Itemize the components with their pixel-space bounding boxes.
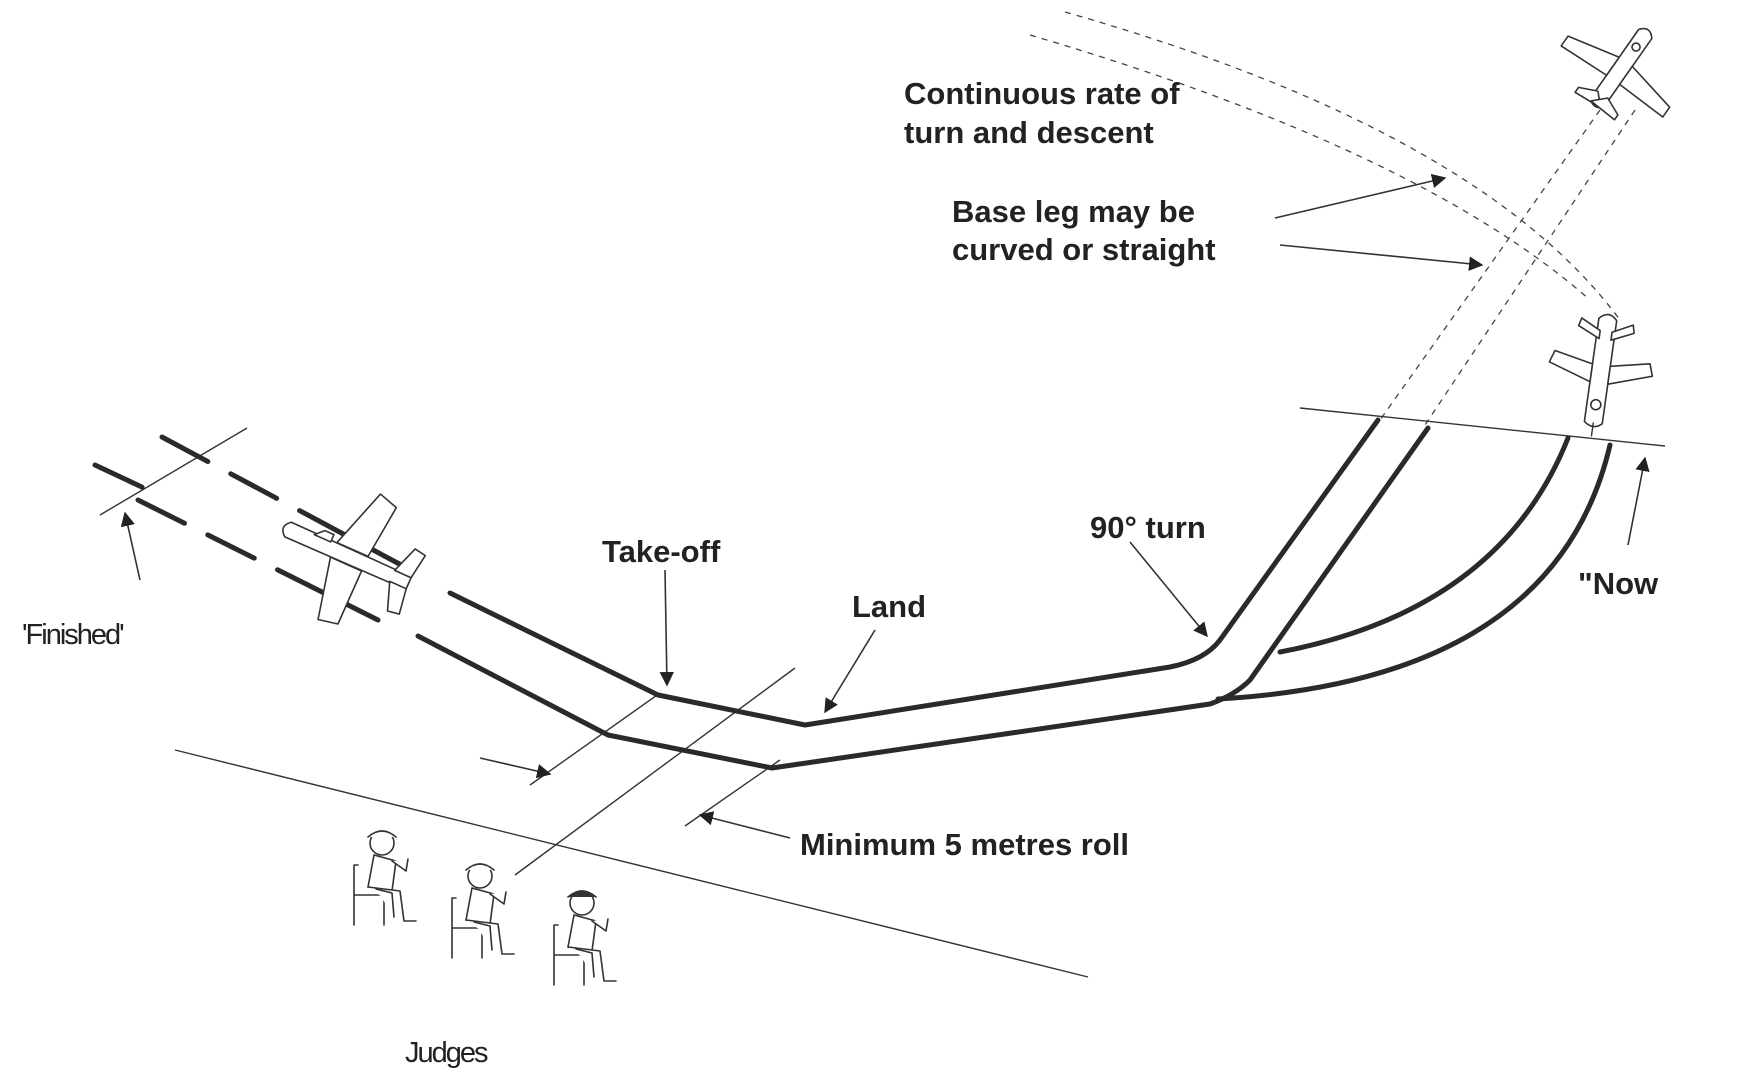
finished-cross-line — [99, 427, 248, 516]
track-dash-lower — [135, 497, 381, 623]
now-arrow — [1627, 456, 1650, 546]
circuit-path-outer — [1064, 11, 1621, 321]
reference-lines — [99, 407, 1666, 978]
minimum-roll-label: Minimum 5 metres roll — [800, 827, 1129, 862]
land-cross-line — [684, 759, 781, 827]
judges-label: Judges — [405, 1037, 488, 1069]
labels: Continuous rate of turn and descent Base… — [22, 76, 1659, 1069]
land-arrow — [824, 629, 876, 714]
track-right-lower — [1215, 442, 1613, 702]
roll-left-cross-line — [529, 692, 661, 786]
annotation-arrows — [120, 173, 1650, 839]
base-leg-label-line1: Base leg may be — [952, 194, 1195, 229]
track-left-upper — [447, 417, 1381, 728]
base-leg-label-line2: curved or straight — [952, 232, 1216, 267]
continuous-rate-label-line1: Continuous rate of — [904, 76, 1180, 111]
takeoff-cross-line — [514, 667, 796, 876]
continuous-rate-label-line2: turn and descent — [904, 115, 1154, 150]
now-label: "Now — [1578, 566, 1659, 601]
land-label: Land — [852, 589, 926, 624]
now-reference-line — [1299, 407, 1666, 447]
roll-arrow-left — [479, 757, 552, 779]
take-off-arrow — [659, 569, 674, 687]
base-leg-arrow-lower — [1279, 244, 1484, 271]
aircraft-top-icon — [1560, 27, 1671, 121]
track-dash-upper — [92, 434, 408, 570]
aircraft-runway-icon — [282, 493, 427, 625]
flight-paths — [1029, 11, 1636, 426]
turn-90-label: 90° turn — [1090, 510, 1206, 545]
turn-90-arrow — [1129, 541, 1208, 638]
judge-figure-icon — [353, 830, 417, 926]
finished-label: 'Finished' — [22, 619, 124, 651]
judges-group — [353, 830, 617, 986]
circuit-path-inner — [1029, 34, 1591, 301]
base-leg-path-a — [1379, 109, 1601, 421]
judges-line — [174, 749, 1089, 978]
base-leg-arrow-upper — [1274, 173, 1447, 219]
track-right-upper — [1277, 435, 1571, 655]
aircraft-mid-icon — [1548, 313, 1654, 437]
finished-arrow — [120, 511, 141, 581]
base-leg-path-b — [1424, 109, 1636, 426]
judge-figure-icon — [553, 890, 617, 986]
runway-tracks — [92, 417, 1613, 771]
take-off-label: Take-off — [602, 534, 721, 569]
judge-figure-icon — [451, 863, 515, 959]
roll-arrow-right — [698, 811, 791, 839]
